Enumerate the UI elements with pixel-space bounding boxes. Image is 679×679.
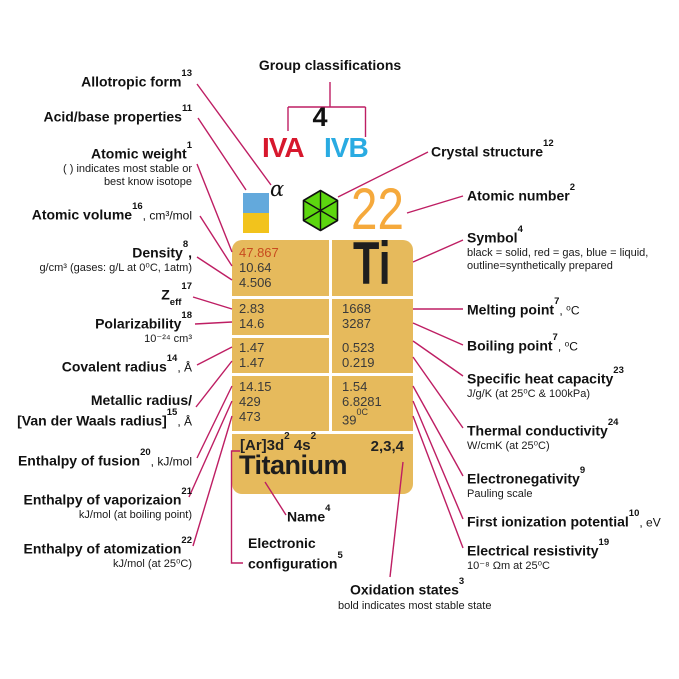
label-name: Name4 <box>287 503 331 525</box>
electronic-properties-cell: 1.54 6.8281 390C <box>342 379 382 427</box>
label-enthalpy-fusion: Enthalpy of fusion20, kJ/mol <box>17 447 192 469</box>
metallic-radius-value: 1.47 <box>239 355 265 370</box>
atomic-volume-value: 10.64 <box>239 260 272 275</box>
label-enthalpy-vaporization: Enthalpy of vaporizaion21 kJ/mol (at boi… <box>23 486 192 521</box>
crystal-structure-icon <box>302 189 339 237</box>
leader-enthalpy-atomization <box>192 415 233 547</box>
radii-cell: 1.47 1.47 <box>239 340 264 370</box>
leader-atomic-weight <box>196 163 233 253</box>
group-classifications-title: Group classifications <box>258 57 402 73</box>
heat-conductivity-cell: 0.523 0.219 <box>342 340 375 370</box>
melting-boiling-cell: 1668 3287 <box>342 301 371 331</box>
element-symbol: Ti <box>353 230 391 297</box>
label-atomic-number: Atomic number2 <box>467 182 575 204</box>
leader-enthalpy-vaporization <box>188 400 233 498</box>
leader-thermal-conductivity <box>412 356 464 429</box>
thermal-conductivity-value: 0.219 <box>342 355 375 370</box>
leader-atomic-volume <box>199 215 233 267</box>
element-card: Ti 47.867 10.64 4.506 2.83 14.6 1.47 1.4… <box>232 234 413 494</box>
card-divider-h1 <box>232 296 413 299</box>
enthalpy-vaporization-value: 429 <box>239 394 261 409</box>
leader-specific-heat <box>412 340 464 377</box>
polarizability-value: 14.6 <box>239 316 265 331</box>
leader-covalent-radius <box>196 346 233 366</box>
label-metallic-radius: Metallic radius/ [Van der Waals radius]1… <box>17 392 192 429</box>
label-acid-base-properties: Acid/base properties11 <box>43 103 192 125</box>
boiling-point-value: 3287 <box>342 316 371 331</box>
card-divider-h4 <box>232 431 413 434</box>
enthalpy-atomization-value: 473 <box>239 409 261 424</box>
card-divider-h3 <box>232 373 413 376</box>
leader-symbol <box>412 239 464 263</box>
leader-polarizability <box>194 321 233 325</box>
melting-point-value: 1668 <box>342 301 371 316</box>
label-atomic-volume: Atomic volume16, cm³/mol <box>31 201 192 223</box>
label-atomic-weight: Atomic weight1 ( ) indicates most stable… <box>63 140 192 188</box>
label-crystal-structure: Crystal structure12 <box>431 138 554 160</box>
oxidation-states-value: 2,3,4 <box>370 438 404 455</box>
leader-first-ionization <box>412 400 464 520</box>
leader-zeff <box>192 296 233 310</box>
leader-density <box>196 256 233 281</box>
label-covalent-radius: Covalent radius14, Å <box>61 353 192 375</box>
label-boiling-point: Boiling point7, ⁰C <box>467 332 578 354</box>
label-oxidation-states: Oxidation states3 <box>350 576 465 598</box>
card-divider-vertical <box>329 240 332 431</box>
label-electronegativity: Electronegativity9 Pauling scale <box>467 465 586 500</box>
leader-electrical-resistivity <box>412 415 464 549</box>
leader-electronegativity <box>412 385 464 477</box>
label-density: Density8, g/cm³ (gases: g/L at 0⁰C, 1atm… <box>39 239 192 274</box>
leader-atomic-number <box>406 195 464 214</box>
first-ionization-value: 6.8281 <box>342 394 382 409</box>
label-polarizability: Polarizability18 10⁻²⁴ cm³ <box>95 310 192 345</box>
group-iva-label: IVA <box>262 132 305 163</box>
leader-allotropic <box>196 83 272 186</box>
element-name: Titanium <box>239 450 348 480</box>
leader-boiling-point <box>412 322 464 346</box>
swatch-yellow-half <box>243 213 269 233</box>
label-electrical-resistivity: Electrical resistivity19 10⁻⁸ Ωm at 25⁰C <box>467 537 610 572</box>
card-divider-h2 <box>232 335 329 338</box>
leader-enthalpy-fusion <box>196 385 233 459</box>
label-zeff: Zeff17 <box>161 281 192 309</box>
electron-configuration-value: [Ar]3d2 4s2 <box>240 431 317 454</box>
label-first-ionization: First ionization potential10, eV <box>467 508 661 530</box>
enthalpy-fusion-value: 14.15 <box>239 379 272 394</box>
swatch-blue-half <box>243 193 269 213</box>
zeff-value: 2.83 <box>239 301 265 316</box>
label-thermal-conductivity: Thermal conductivity24 W/cmK (at 25⁰C) <box>467 417 619 452</box>
atomic-number-value: 22 <box>351 177 404 242</box>
group-ivb-label: IVB <box>324 132 369 163</box>
covalent-radius-value: 1.47 <box>239 340 265 355</box>
label-oxidation-states-note: bold indicates most stable state <box>338 600 492 612</box>
allotrope-alpha-symbol: α <box>270 177 285 201</box>
leader-metallic-radius <box>195 360 233 408</box>
electronegativity-value: 1.54 <box>342 379 368 394</box>
label-specific-heat: Specific heat capacity23 J/g/K (at 25⁰C … <box>467 365 624 400</box>
weight-volume-density-cell: 47.867 10.64 4.506 <box>239 245 279 290</box>
atomic-weight-value: 47.867 <box>239 245 279 260</box>
label-electronic-configuration: Electronic configuration5 <box>248 535 343 572</box>
leader-acid-base <box>197 117 247 191</box>
enthalpies-cell: 14.15 429 473 <box>239 379 272 424</box>
resistivity-value: 390C <box>342 407 368 428</box>
label-allotropic-form: Allotropic form13 <box>81 68 192 90</box>
group-number: 4 <box>312 102 328 132</box>
label-enthalpy-atomization: Enthalpy of atomization22 kJ/mol (at 25⁰… <box>23 535 192 570</box>
specific-heat-value: 0.523 <box>342 340 375 355</box>
label-symbol: Symbol4 black = solid, red = gas, blue =… <box>467 224 649 272</box>
zeff-polarizability-cell: 2.83 14.6 <box>239 301 264 331</box>
label-melting-point: Melting point7, ⁰C <box>467 296 580 318</box>
state-color-swatch <box>243 193 269 233</box>
density-value: 4.506 <box>239 275 272 290</box>
